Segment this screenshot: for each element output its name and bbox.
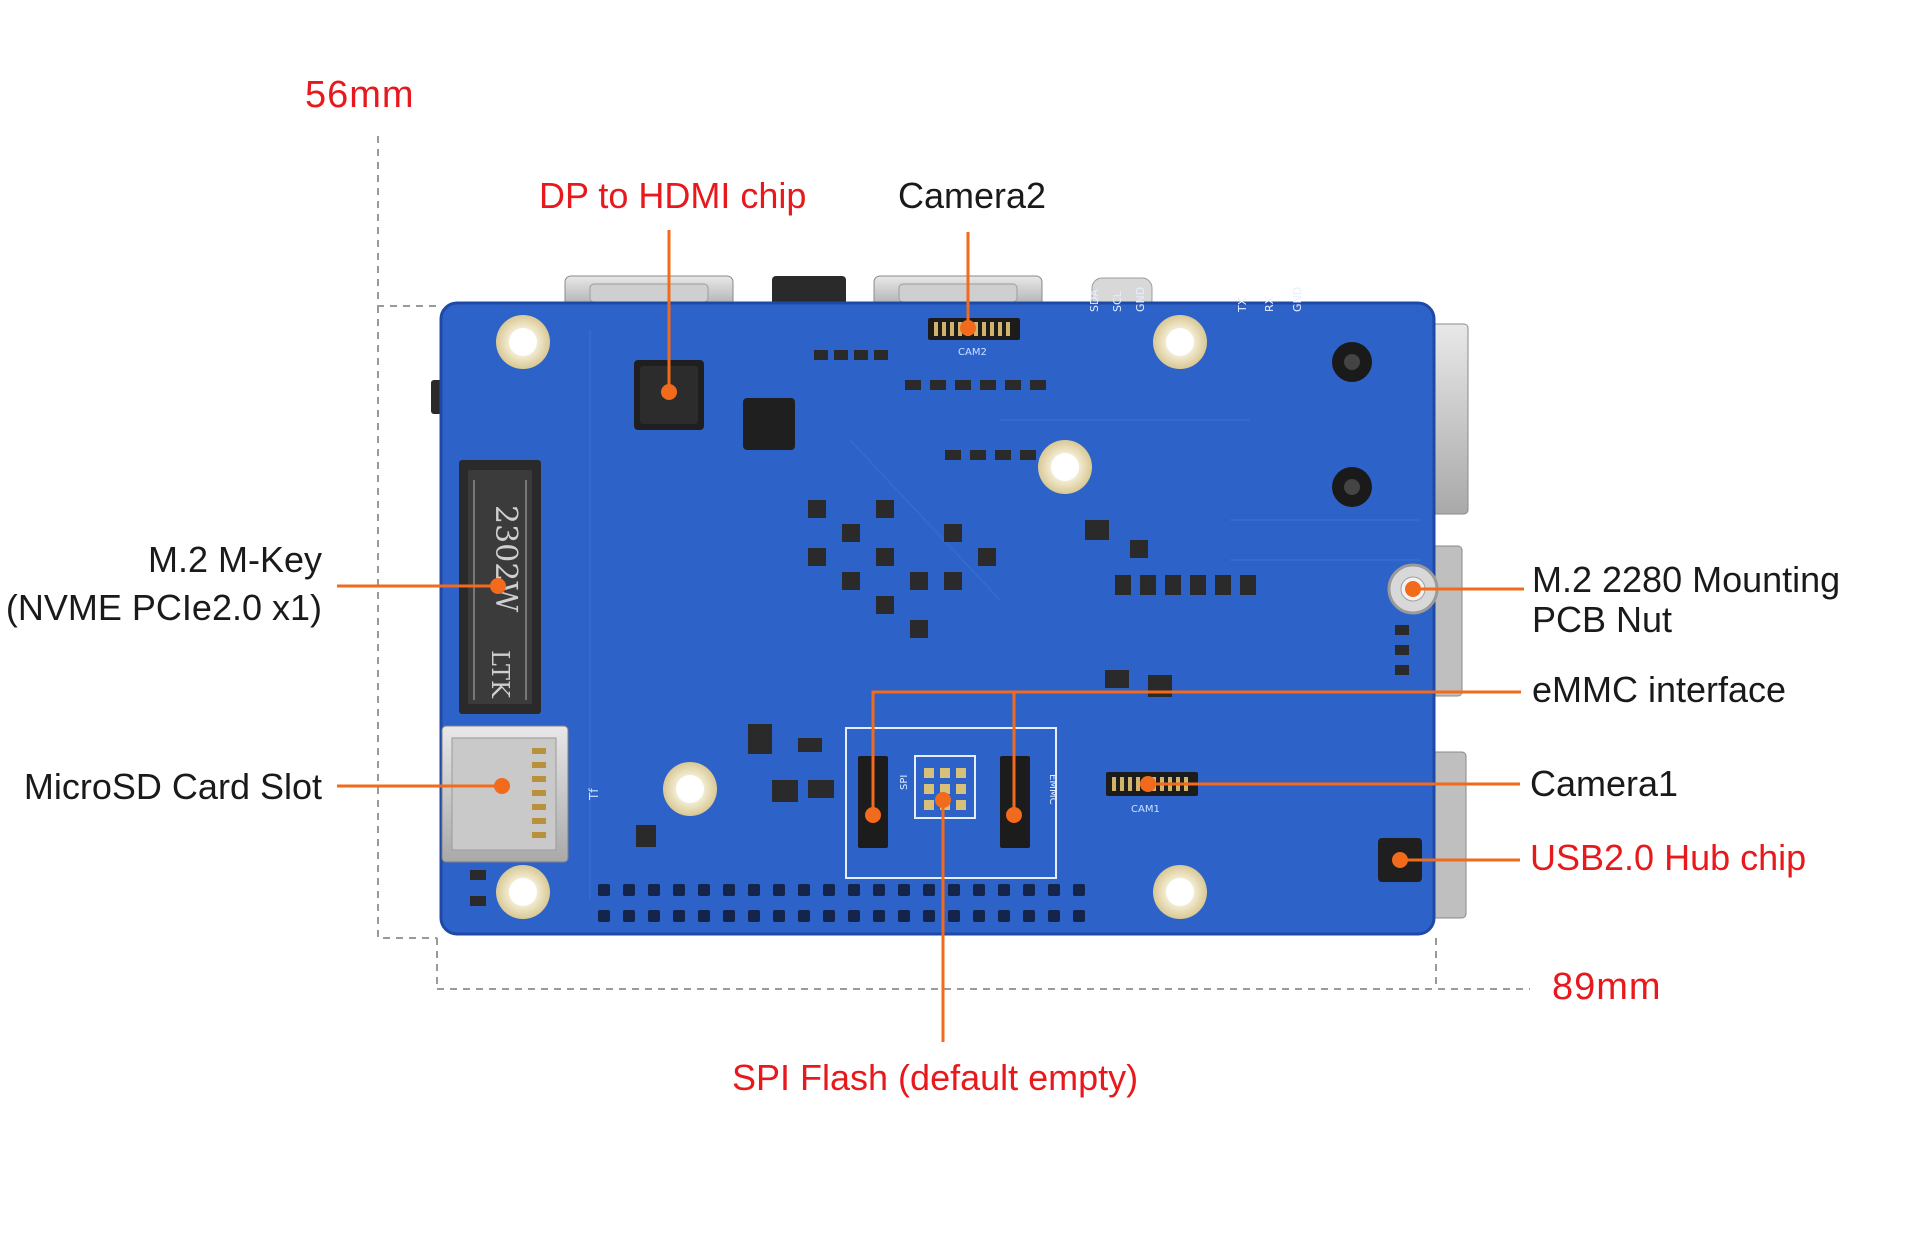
gpio-pin [1073, 884, 1085, 896]
label-emmc: eMMC interface [1532, 669, 1787, 710]
spi-marking: SPI [899, 775, 910, 790]
pin-tx: TX [1236, 297, 1249, 313]
gpio-pin [848, 884, 860, 896]
emmc-marking: EMMC [1047, 774, 1058, 805]
gpio-pin [798, 910, 810, 922]
leader-dots [490, 320, 1421, 868]
gpio-pin [873, 884, 885, 896]
gpio-pin [698, 884, 710, 896]
gpio-pin [1048, 910, 1060, 922]
gpio-pin [1023, 910, 1035, 922]
gpio-pin [823, 910, 835, 922]
gpio-pin [923, 910, 935, 922]
cam1-marking: CAM1 [1131, 804, 1160, 815]
pin-sda: SDA [1088, 289, 1101, 312]
pin-scl: SCL [1111, 290, 1124, 312]
gpio-pin [1023, 884, 1035, 896]
gpio-pin [823, 884, 835, 896]
gpio-pin [1073, 910, 1085, 922]
gpio-pin [948, 884, 960, 896]
gpio-pin [873, 910, 885, 922]
label-camera2: Camera2 [898, 175, 1047, 216]
gpio-pin [723, 910, 735, 922]
microsd-slot: Tf [441, 725, 601, 863]
gpio-pin [898, 884, 910, 896]
gpio-pin [848, 910, 860, 922]
label-camera1: Camera1 [1530, 763, 1679, 804]
board-buttons [1332, 342, 1372, 507]
gpio-pin [673, 910, 685, 922]
label-mount-nut-line2: PCB Nut [1532, 599, 1673, 640]
gpio-pin [798, 884, 810, 896]
label-m2-mkey-line2: (NVME PCIe2.0 x1) [5, 587, 322, 628]
gpio-pin [723, 884, 735, 896]
gpio-pin [923, 884, 935, 896]
gpio-pin [998, 884, 1010, 896]
pcb-board [439, 301, 1436, 936]
gpio-pin [648, 884, 660, 896]
gpio-pin [648, 910, 660, 922]
gpio-pin [948, 910, 960, 922]
mounting-holes [496, 315, 1207, 919]
header-pin-labels: SDA SCL GND TX RX GND [1088, 287, 1304, 313]
cam2-marking: CAM2 [958, 347, 987, 358]
gpio-pin [773, 884, 785, 896]
gpio-pin [598, 910, 610, 922]
gpio-pin [698, 910, 710, 922]
smd-components [470, 350, 1409, 906]
gpio-pin [623, 884, 635, 896]
gpio-pin [998, 910, 1010, 922]
gpio-pin [598, 884, 610, 896]
label-mount-nut-line1: M.2 2280 Mounting [1532, 559, 1841, 600]
label-m2-mkey-line1: M.2 M-Key [147, 539, 322, 580]
gpio-header [598, 884, 1085, 922]
dimension-lines [377, 136, 1530, 990]
m2-slot-sub-marking: LTK [486, 650, 514, 699]
m2-slot-marking: 2302W [488, 505, 523, 612]
gpio-pin [773, 910, 785, 922]
gpio-pin [1048, 884, 1060, 896]
pin-gnd-2: GND [1291, 287, 1304, 312]
width-dimension: 89mm [1552, 966, 1662, 1008]
gpio-pin [623, 910, 635, 922]
label-spi-flash: SPI Flash (default empty) [732, 1057, 1139, 1098]
secondary-chip [743, 398, 795, 450]
pin-rx: RX [1263, 296, 1276, 312]
gpio-pin [973, 884, 985, 896]
gpio-pin [673, 884, 685, 896]
label-usb-hub-chip: USB2.0 Hub chip [1530, 837, 1807, 878]
gpio-pin [748, 910, 760, 922]
gpio-pin [898, 910, 910, 922]
gpio-pin [748, 884, 760, 896]
label-microsd: MicroSD Card Slot [23, 766, 322, 807]
leader-lines [337, 230, 1524, 1042]
pin-gnd-1: GND [1134, 287, 1147, 312]
height-dimension: 56mm [305, 74, 415, 116]
gpio-pin [973, 910, 985, 922]
label-dp-hdmi-chip: DP to HDMI chip [539, 175, 807, 216]
tf-marking: Tf [587, 788, 601, 801]
